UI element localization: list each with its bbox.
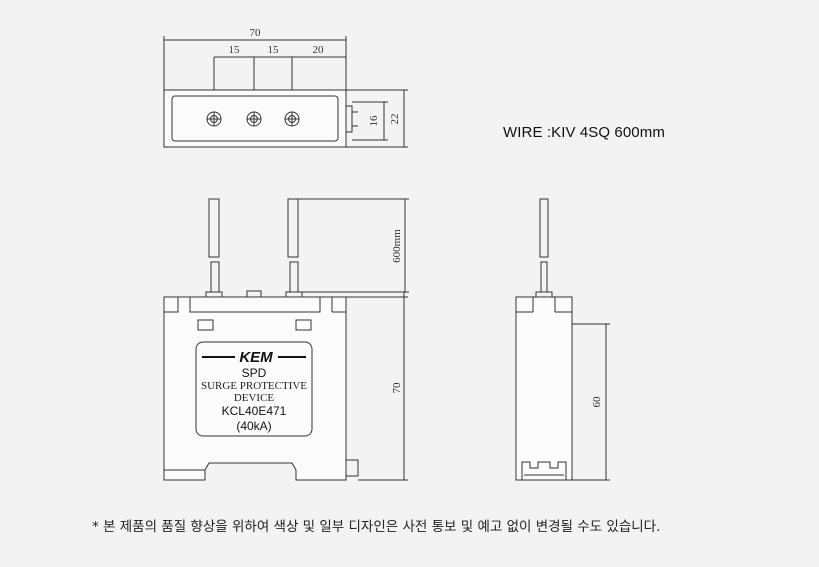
side-view xyxy=(515,198,610,481)
dim-height-inner: 16 xyxy=(368,115,380,127)
dim-spacing-3: 20 xyxy=(313,44,325,56)
wire-spec: WIRE :KIV 4SQ 600mm xyxy=(503,124,665,141)
dim-spacing-1: 15 xyxy=(229,44,241,56)
dim-height-outer: 22 xyxy=(389,114,401,125)
dim-wire-length: 600mm xyxy=(391,229,403,263)
label-type: SPD xyxy=(242,366,267,380)
dim-overall-width: 70 xyxy=(250,27,262,39)
front-view xyxy=(163,198,409,481)
footnote: * 본 제품의 품질 향상을 위하여 색상 및 일부 디자인은 사전 통보 및 … xyxy=(92,519,661,535)
label-rating: (40kA) xyxy=(236,419,271,433)
dim-front-height: 70 xyxy=(391,382,403,394)
label-name-line2: DEVICE xyxy=(234,392,275,404)
label-name-line1: SURGE PROTECTIVE xyxy=(201,380,307,392)
dim-side-height: 60 xyxy=(591,396,603,408)
label-model: KCL40E471 xyxy=(222,404,287,418)
dim-spacing-2: 15 xyxy=(268,44,280,56)
top-view xyxy=(163,36,408,148)
brand-logo: KEM xyxy=(239,349,273,366)
